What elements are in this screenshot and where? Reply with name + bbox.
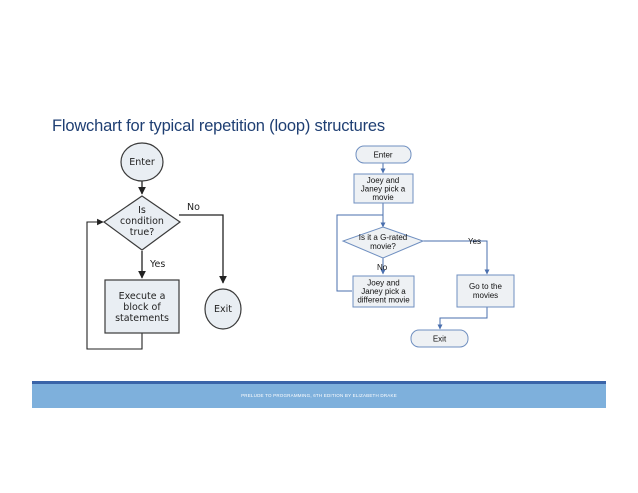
right-step2-box — [352, 275, 415, 308]
right-step1-line-3: movie — [372, 193, 394, 202]
left-process-line-1: Execute a — [119, 291, 166, 302]
right-go-line-2: movies — [473, 291, 498, 300]
page-title: Flowchart for typical repetition (loop) … — [52, 117, 385, 135]
left-condition-line-3: true? — [130, 227, 155, 238]
right-exit-node — [410, 329, 469, 348]
right-arrow-go-to-exit — [437, 307, 488, 330]
right-decision-line-2: movie? — [370, 242, 396, 251]
left-process-line-3: statements — [115, 313, 169, 324]
right-decision-line-1: Is it a G-rated — [359, 233, 407, 242]
right-loop-back-arrow — [336, 214, 383, 292]
left-flowchart: Enter Is condition true? No Yes Execute … — [86, 142, 242, 350]
right-go-line-1: Go to the — [469, 282, 502, 291]
left-loop-back-arrow — [86, 218, 143, 350]
left-condition-diamond — [102, 195, 182, 251]
right-step2-line-3: different movie — [357, 296, 410, 305]
footer-text: PRELUDE TO PROGRAMMING, 6TH EDITION BY E… — [241, 393, 397, 398]
right-arrow-yes-to-go — [423, 240, 490, 275]
left-arrow-no-to-exit — [179, 214, 227, 284]
right-decision-diamond — [341, 226, 425, 259]
left-enter-label: Enter — [129, 157, 155, 168]
left-condition-line-2: condition — [120, 216, 164, 227]
footer-divider — [32, 381, 606, 384]
left-enter-node — [120, 142, 164, 182]
right-step1-line-1: Joey and — [367, 176, 399, 185]
right-step2-line-1: Joey and — [367, 279, 399, 288]
left-no-label: No — [187, 202, 200, 213]
left-process-box — [104, 279, 180, 334]
right-enter-node — [355, 145, 412, 164]
right-yes-label: Yes — [468, 237, 481, 246]
left-exit-node — [204, 288, 242, 330]
left-condition-line-1: Is — [138, 205, 146, 216]
right-no-label: No — [377, 263, 388, 272]
footer-bar: PRELUDE TO PROGRAMMING, 6TH EDITION BY E… — [32, 384, 606, 408]
right-go-box — [456, 274, 515, 308]
right-step2-line-2: Janey pick a — [361, 287, 406, 296]
right-enter-label: Enter — [373, 151, 392, 160]
right-exit-label: Exit — [433, 335, 447, 344]
left-process-line-2: block of — [123, 302, 161, 313]
right-step1-box — [353, 173, 414, 204]
left-exit-label: Exit — [214, 304, 232, 315]
right-flowchart: Enter Joey and Janey pick a movie Is it … — [336, 145, 515, 348]
right-step1-line-2: Janey pick a — [361, 185, 406, 194]
left-yes-label: Yes — [149, 259, 165, 270]
